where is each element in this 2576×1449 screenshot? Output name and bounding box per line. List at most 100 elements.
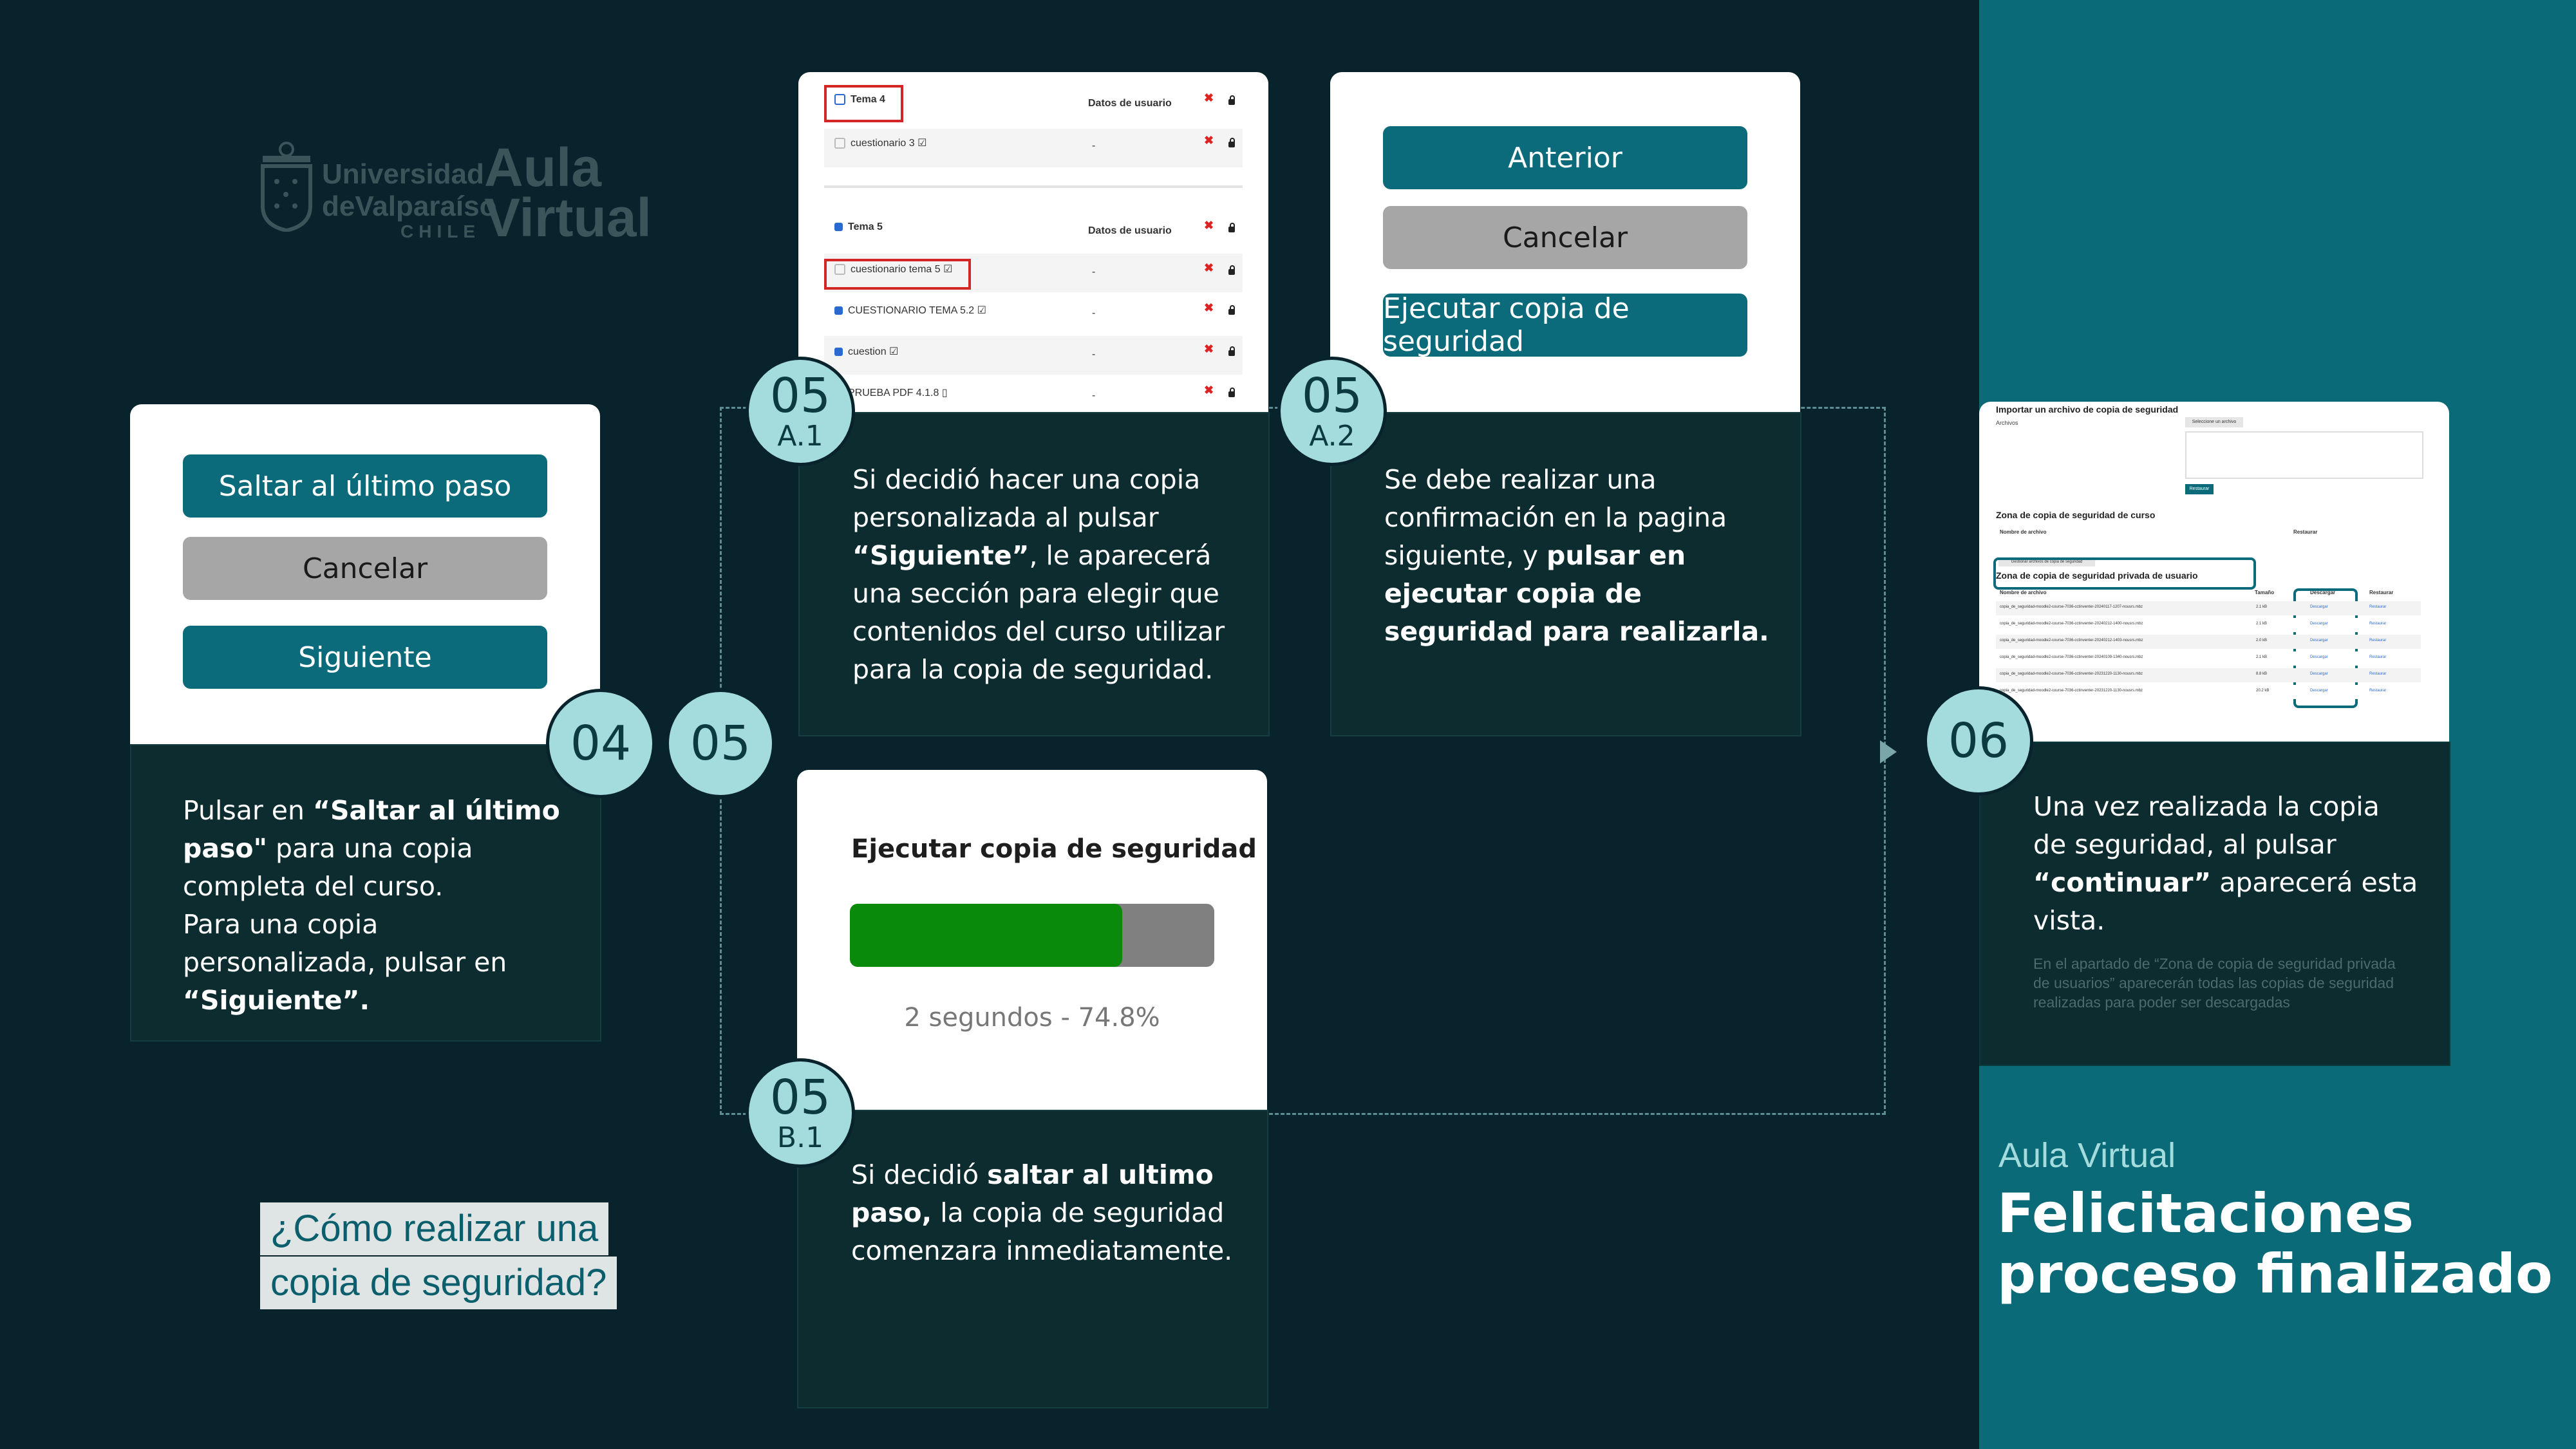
table-row bbox=[824, 336, 1243, 375]
step04-description-box: Pulsar en “Saltar al último paso" para u… bbox=[130, 744, 601, 1042]
restore-link[interactable]: Restaurar bbox=[2369, 672, 2387, 676]
logo-university-line1: Universidad bbox=[322, 158, 484, 190]
step06-description-box: Una vez realizada la copia de seguridad,… bbox=[1979, 742, 2450, 1066]
exclude-icon[interactable]: ✖ bbox=[1204, 301, 1214, 314]
zone-course-title: Zona de copia de seguridad de curso bbox=[1996, 510, 2156, 520]
lock-icon bbox=[1228, 95, 1235, 105]
exclude-icon[interactable]: ✖ bbox=[1204, 134, 1214, 147]
table-row bbox=[1996, 635, 2421, 649]
table-row bbox=[824, 129, 1243, 167]
arrow-right-icon bbox=[1880, 740, 1897, 763]
col-download-header: Descargar bbox=[2310, 590, 2336, 595]
step05a2-description-box: Se debe realizar una confirmación en la … bbox=[1330, 412, 1801, 736]
cuestionario-tema5-highlight bbox=[824, 259, 971, 290]
step06-description: Una vez realizada la copia de seguridad,… bbox=[2033, 791, 2418, 936]
restore-button[interactable]: Restaurar bbox=[2185, 484, 2214, 494]
files-label: Archivos bbox=[1996, 420, 2018, 426]
logo-university-line3: CHILE bbox=[400, 221, 480, 241]
col-restore-header: Restaurar bbox=[2293, 529, 2318, 535]
exclude-icon[interactable]: ✖ bbox=[1204, 261, 1214, 274]
backup-file-name: copia_de_seguridad-moodle2-course-7036-c… bbox=[2000, 605, 2143, 609]
table-cell-dash: - bbox=[1092, 308, 1096, 319]
col-size-header: Tamaño bbox=[2255, 590, 2275, 595]
zone-private-title: Zona de copia de seguridad privada de us… bbox=[1996, 570, 2198, 581]
final-title-line2: proceso finalizado bbox=[1997, 1242, 2553, 1305]
backup-file-size: 8.8 kB bbox=[2256, 672, 2268, 676]
table-row bbox=[1996, 685, 2421, 699]
download-link[interactable]: Descargar bbox=[2310, 622, 2328, 626]
final-title-line1: Felicitaciones bbox=[1997, 1182, 2414, 1245]
restore-link[interactable]: Restaurar bbox=[2369, 689, 2387, 693]
restore-link[interactable]: Restaurar bbox=[2369, 622, 2387, 626]
download-link[interactable]: Descargar bbox=[2310, 605, 2328, 609]
restore-link[interactable]: Restaurar bbox=[2369, 605, 2387, 609]
lock-icon bbox=[1228, 223, 1235, 232]
title-tag-line2: copia de seguridad? bbox=[260, 1257, 617, 1309]
table-row bbox=[1996, 601, 2421, 615]
download-link[interactable]: Descargar bbox=[2310, 689, 2328, 693]
cancel-button[interactable]: Cancelar bbox=[183, 537, 547, 600]
exclude-icon[interactable]: ✖ bbox=[1204, 384, 1214, 397]
backup-file-name: copia_de_seguridad-moodle2-course-7036-c… bbox=[2000, 639, 2143, 642]
backup-file-name: copia_de_seguridad-moodle2-course-7036-c… bbox=[2000, 622, 2143, 626]
col-name-header: Nombre de archivo bbox=[2000, 529, 2047, 535]
table-row-label[interactable]: cuestionario 3 ☑ bbox=[834, 136, 926, 149]
step05a2-card: Anterior Cancelar Ejecutar copia de segu… bbox=[1330, 72, 1800, 412]
exclude-icon[interactable]: ✖ bbox=[1204, 342, 1214, 355]
exclude-icon[interactable]: ✖ bbox=[1204, 91, 1214, 104]
step06-note: En el apartado de “Zona de copia de segu… bbox=[2033, 955, 2396, 1011]
col-name-header: Nombre de archivo bbox=[2000, 590, 2047, 595]
progress-label: 2 segundos - 74.8% bbox=[904, 1003, 1160, 1033]
divider bbox=[824, 185, 1243, 188]
restore-link[interactable]: Restaurar bbox=[2369, 639, 2387, 642]
backup-file-name: copia_de_seguridad-moodle2-course-7036-c… bbox=[2000, 655, 2143, 659]
backup-file-name: copia_de_seguridad-moodle2-course-7036-c… bbox=[2000, 672, 2143, 676]
backup-file-name: copia_de_seguridad-moodle2-course-7036-c… bbox=[2000, 689, 2143, 693]
file-dropzone[interactable] bbox=[2185, 431, 2423, 479]
university-logo: Universidad deValparaíso CHILE Aula Virt… bbox=[258, 137, 652, 248]
backup-file-size: 2.1 kB bbox=[2256, 655, 2268, 659]
previous-button[interactable]: Anterior bbox=[1383, 126, 1747, 189]
table-cell-dash: - bbox=[1092, 349, 1096, 360]
download-link[interactable]: Descargar bbox=[2310, 639, 2328, 642]
backup-file-size: 20.2 kB bbox=[2256, 689, 2270, 693]
table-row-label[interactable]: CUESTIONARIO TEMA 5.2 ☑ bbox=[834, 304, 986, 317]
table-cell-dash: - bbox=[1092, 140, 1096, 151]
step05a1-description: Si decidió hacer una copia personalizada… bbox=[852, 464, 1225, 685]
table-row-label[interactable]: Tema 4 bbox=[834, 94, 885, 106]
logo-university-line2: deValparaíso bbox=[322, 191, 497, 222]
download-link[interactable]: Descargar bbox=[2310, 672, 2328, 676]
lock-icon bbox=[1228, 138, 1235, 147]
step04-description: Pulsar en “Saltar al último paso" para u… bbox=[183, 795, 560, 1016]
restore-link[interactable]: Restaurar bbox=[2369, 655, 2387, 659]
backup-file-size: 2.1 kB bbox=[2256, 605, 2268, 609]
skip-to-last-step-button[interactable]: Saltar al último paso bbox=[183, 454, 547, 518]
title-tag-line1: ¿Cómo realizar una bbox=[260, 1202, 609, 1255]
execute-backup-button[interactable]: Ejecutar copia de seguridad bbox=[1383, 292, 1747, 358]
zone-private-highlight bbox=[1993, 557, 2256, 590]
download-link[interactable]: Descargar bbox=[2310, 655, 2328, 659]
step05a1-description-box: Si decidió hacer una copia personalizada… bbox=[798, 412, 1270, 736]
step05b1-description-box: Si decidió saltar al ultimo paso, la cop… bbox=[797, 1110, 1268, 1408]
col-restore-header: Restaurar bbox=[2369, 590, 2394, 595]
step05b1-card: Ejecutar copia de seguridad 2 segundos -… bbox=[797, 770, 1267, 1110]
table-row-label[interactable]: Tema 5 bbox=[834, 221, 883, 233]
backup-file-size: 2.1 kB bbox=[2256, 622, 2268, 626]
step05-number-badge: 05 bbox=[666, 689, 775, 798]
backup-file-size: 2.0 kB bbox=[2256, 639, 2268, 642]
step05a2-description: Se debe realizar una confirmación en la … bbox=[1384, 464, 1769, 647]
shield-icon bbox=[261, 142, 312, 232]
table-cell-dash: - bbox=[1092, 266, 1096, 277]
lock-icon bbox=[1228, 346, 1235, 356]
select-file-button[interactable]: Seleccione un archivo bbox=[2185, 417, 2243, 427]
table-row bbox=[1996, 618, 2421, 632]
cancel-button[interactable]: Cancelar bbox=[1383, 206, 1747, 269]
table-row-label[interactable]: cuestion ☑ bbox=[834, 345, 898, 358]
exclude-icon[interactable]: ✖ bbox=[1204, 219, 1214, 232]
progress-bar-fill bbox=[850, 904, 1123, 967]
next-button[interactable]: Siguiente bbox=[183, 626, 547, 689]
table-row-label[interactable]: cuestionario tema 5 ☑ bbox=[834, 263, 952, 276]
logo-brand-line1: Aula bbox=[484, 137, 602, 198]
